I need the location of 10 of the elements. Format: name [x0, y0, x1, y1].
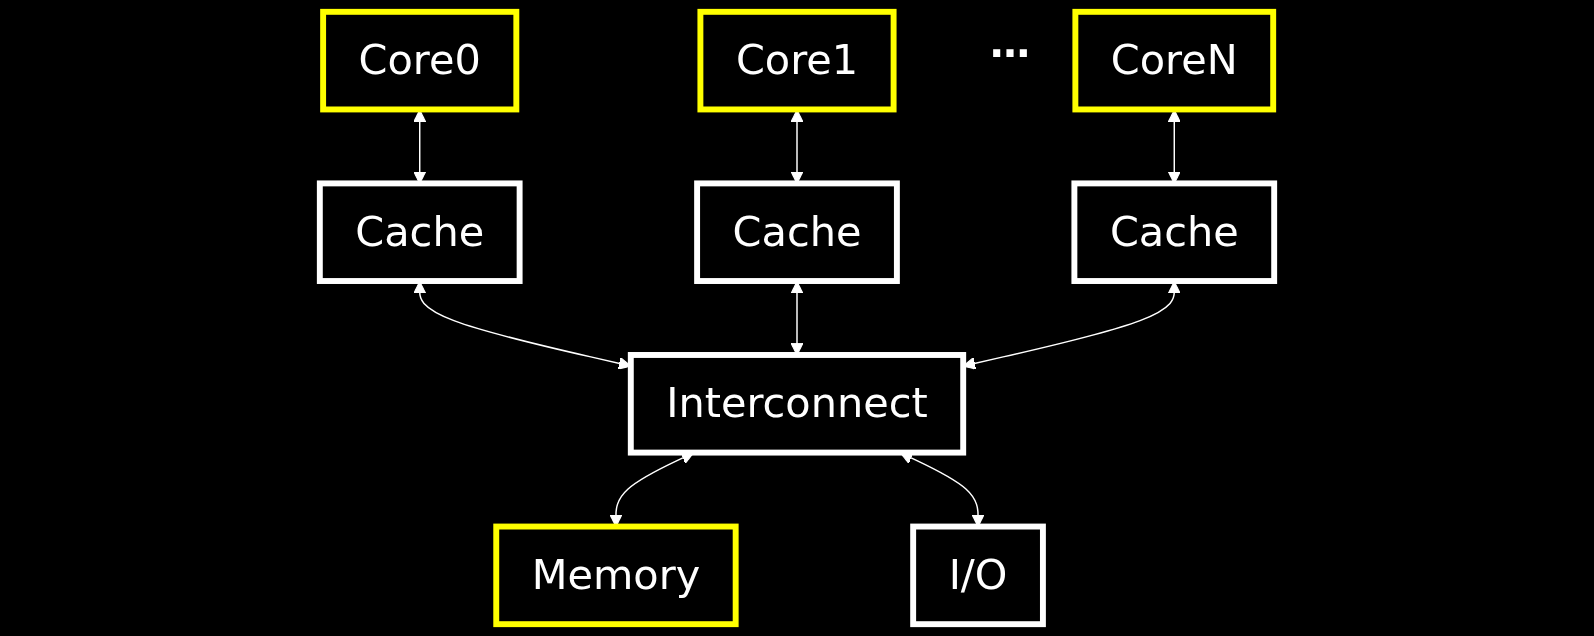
node-box: Cache	[316, 180, 523, 284]
node-box: CoreN	[1072, 8, 1277, 113]
node-box: Memory	[493, 523, 739, 628]
node-box: Cache	[1071, 180, 1278, 284]
node-box: Core1	[697, 8, 897, 113]
node-box: Core0	[320, 8, 520, 113]
node-box: I/O	[910, 523, 1046, 628]
node-box: Cache	[694, 180, 900, 284]
node-box: Interconnect	[627, 352, 967, 456]
ellipsis-text: …	[990, 20, 1030, 66]
